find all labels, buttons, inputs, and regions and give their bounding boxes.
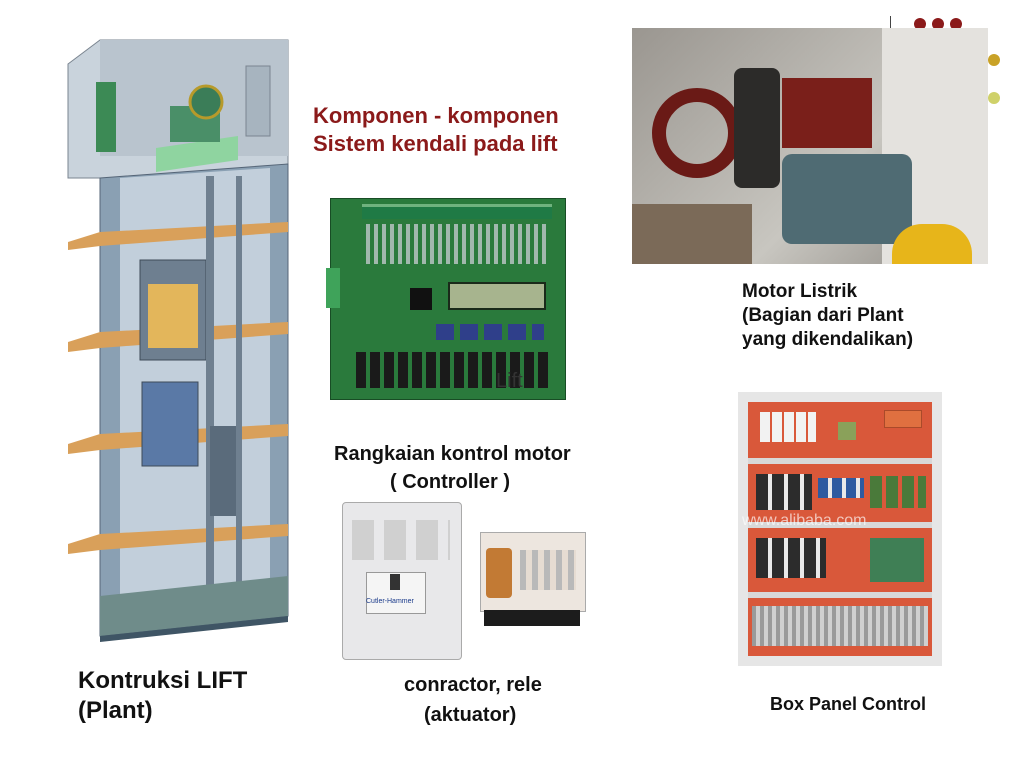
contactor-relay-image: Cutler-Hammer	[326, 494, 596, 668]
dot	[914, 18, 926, 30]
dot	[950, 18, 962, 30]
lift-shaft-illustration	[67, 39, 289, 642]
dot	[988, 54, 1000, 66]
controller-caption-line-1: Rangkaian kontrol motor	[334, 443, 571, 465]
dot	[988, 92, 1000, 104]
actuator-caption-line-2: (aktuator)	[424, 704, 517, 726]
motor-caption: Motor Listrik (Bagian dari Plant yang di…	[742, 280, 913, 352]
lift-caption-line-2: (Plant)	[78, 697, 153, 724]
title-line-2: Sistem kendali pada lift	[313, 131, 558, 156]
board-label: Lift	[496, 370, 523, 392]
motor-caption-line-3: yang dikendalikan)	[742, 329, 914, 350]
divider-tick	[890, 16, 891, 30]
actuator-caption-line-1: conractor, rele	[404, 674, 542, 696]
title-line-1: Komponen - komponen	[313, 103, 559, 128]
slide-title: Komponen - komponen Sistem kendali pada …	[313, 102, 559, 158]
controller-board-image: Lift	[326, 198, 570, 406]
dot	[932, 18, 944, 30]
lift-caption-line-1: Kontruksi LIFT	[78, 667, 248, 694]
contactor-brand: Cutler-Hammer	[366, 598, 414, 605]
controller-caption: Rangkaian kontrol motor ( Controller )	[334, 440, 571, 496]
motor-image	[632, 28, 988, 264]
lift-caption: Kontruksi LIFT (Plant)	[78, 666, 247, 726]
controller-caption-line-2: ( Controller )	[390, 471, 510, 493]
motor-caption-line-2: (Bagian dari Plant	[742, 305, 904, 326]
panel-control-image: www.alibaba.com	[738, 392, 942, 666]
actuator-caption: conractor, rele (aktuator)	[404, 670, 542, 730]
panel-caption: Box Panel Control	[770, 694, 927, 714]
motor-caption-line-1: Motor Listrik	[742, 281, 858, 302]
panel-watermark: www.alibaba.com	[742, 512, 867, 529]
